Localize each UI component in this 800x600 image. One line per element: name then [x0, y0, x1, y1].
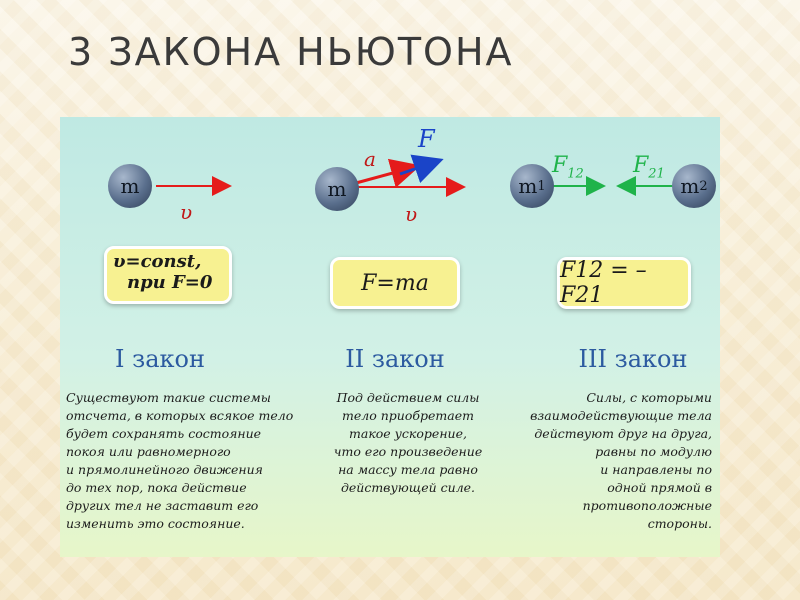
law1-mass-sphere: m	[108, 164, 152, 208]
law3-description-line: действуют друг на друга,	[534, 426, 712, 441]
law2-velocity-label: υ	[405, 202, 418, 226]
law2-mass-label: m	[327, 177, 347, 201]
law2-description-line: что его произведение	[333, 444, 483, 459]
law1-description: Существуют такие системы отсчета, в котор…	[66, 389, 296, 533]
law2-force-label: F	[418, 125, 435, 153]
law1-description-line: других тел не заставит его	[66, 498, 259, 513]
law3-f12-label: F12	[552, 153, 584, 182]
law2-description-line: действующей силе.	[340, 480, 476, 495]
law1-description-line: отсчета, в которых всякое тело	[66, 408, 294, 423]
law2-acceleration-arrow	[355, 158, 421, 188]
law3-f21-label: F21	[633, 153, 665, 182]
law1-description-line: изменить это состояние.	[66, 516, 245, 531]
law1-description-line: до тех пор, пока действие	[66, 480, 247, 495]
law2-acceleration-label: a	[364, 147, 376, 171]
law1-description-line: покоя или равномерного	[66, 444, 231, 459]
law1-formula-line2: при F=0	[127, 272, 213, 293]
law1-formula-box: υ=const, при F=0	[104, 246, 232, 304]
law3-title: III закон	[578, 345, 688, 373]
law3-description-line: и направлены по	[600, 462, 712, 477]
law3-description-line: стороны.	[647, 516, 712, 531]
law1-velocity-label: υ	[180, 200, 193, 224]
law3-description-line: Силы, с которыми	[586, 390, 712, 405]
law3-description: Силы, с которыми взаимодействующие тела де…	[512, 389, 712, 533]
law2-description-line: тело приобретает	[342, 408, 474, 423]
law2-description-line: такое ускорение,	[349, 426, 467, 441]
law1-mass-label: m	[120, 174, 140, 198]
law3-description-line: одной прямой в	[607, 480, 712, 495]
law3-description-line: противоположные	[582, 498, 712, 513]
law1-description-line: и прямолинейного движения	[66, 462, 263, 477]
law2-formula: F=ma	[361, 270, 429, 296]
law2-description-line: Под действием силы	[336, 390, 480, 405]
law2-description-line: на массу тела равно	[338, 462, 478, 477]
law2-formula-box: F=ma	[330, 257, 460, 309]
law1-title: I закон	[115, 345, 205, 373]
law2-description: Под действием силы тело приобретает такое …	[318, 389, 498, 497]
law1-description-line: Существуют такие системы	[66, 390, 271, 405]
law2-mass-sphere: m	[315, 167, 359, 211]
law1-formula-line1: υ=const,	[113, 251, 202, 272]
slide-title: 3 ЗАКОНА НЬЮТОНА	[68, 30, 514, 74]
law3-formula-box: F12 = –F21	[557, 257, 691, 309]
law1-description-line: будет сохранять состояние	[66, 426, 262, 441]
law3-description-line: равны по модулю	[595, 444, 712, 459]
law3-description-line: взаимодействующие тела	[530, 408, 712, 423]
law2-title: II закон	[345, 345, 445, 373]
law2-force-arrow	[399, 154, 444, 183]
law3-formula: F12 = –F21	[560, 258, 647, 308]
